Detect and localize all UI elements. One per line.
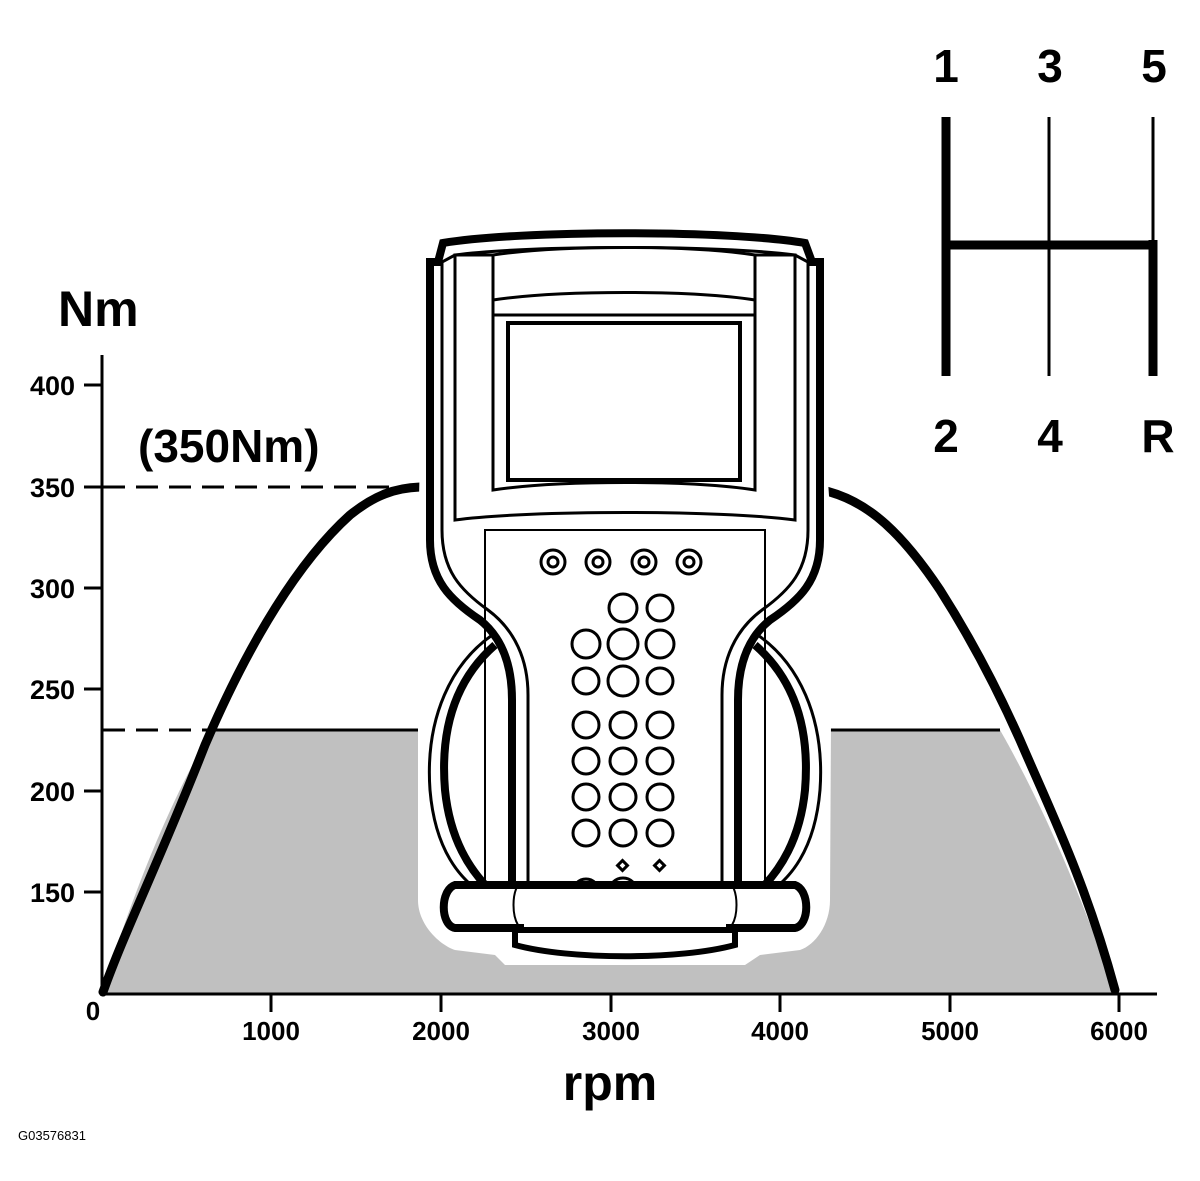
gear-label: 2 bbox=[933, 410, 959, 462]
gear-label: 3 bbox=[1037, 40, 1063, 92]
gear-label: 4 bbox=[1037, 410, 1063, 462]
y-tick-label: 250 bbox=[30, 675, 75, 705]
y-tick-label: 300 bbox=[30, 574, 75, 604]
gear-label: 1 bbox=[933, 40, 959, 92]
gear-shift-pattern: 1 3 5 2 4 R bbox=[933, 40, 1174, 462]
y-tick-label: 150 bbox=[30, 878, 75, 908]
x-tick-label: 3000 bbox=[582, 1016, 640, 1046]
figure-code: G03576831 bbox=[18, 1128, 86, 1143]
y-axis-title: Nm bbox=[58, 281, 139, 337]
y-ticks bbox=[84, 383, 102, 894]
scan-tool-icon bbox=[418, 229, 832, 965]
peak-torque-annotation: (350Nm) bbox=[138, 420, 320, 472]
x-ticks bbox=[269, 994, 1121, 1012]
x-tick-label: 5000 bbox=[921, 1016, 979, 1046]
keypad bbox=[570, 592, 676, 908]
y-tick-label: 200 bbox=[30, 777, 75, 807]
origin-label: 0 bbox=[86, 996, 100, 1026]
x-tick-label: 6000 bbox=[1090, 1016, 1148, 1046]
y-tick-label: 350 bbox=[30, 473, 75, 503]
x-tick-label: 4000 bbox=[751, 1016, 809, 1046]
gear-label: 5 bbox=[1141, 40, 1167, 92]
y-tick-label: 400 bbox=[30, 371, 75, 401]
x-tick-label: 2000 bbox=[412, 1016, 470, 1046]
x-axis-title: rpm bbox=[563, 1055, 657, 1111]
x-tick-label: 1000 bbox=[242, 1016, 300, 1046]
gear-label: R bbox=[1141, 410, 1174, 462]
